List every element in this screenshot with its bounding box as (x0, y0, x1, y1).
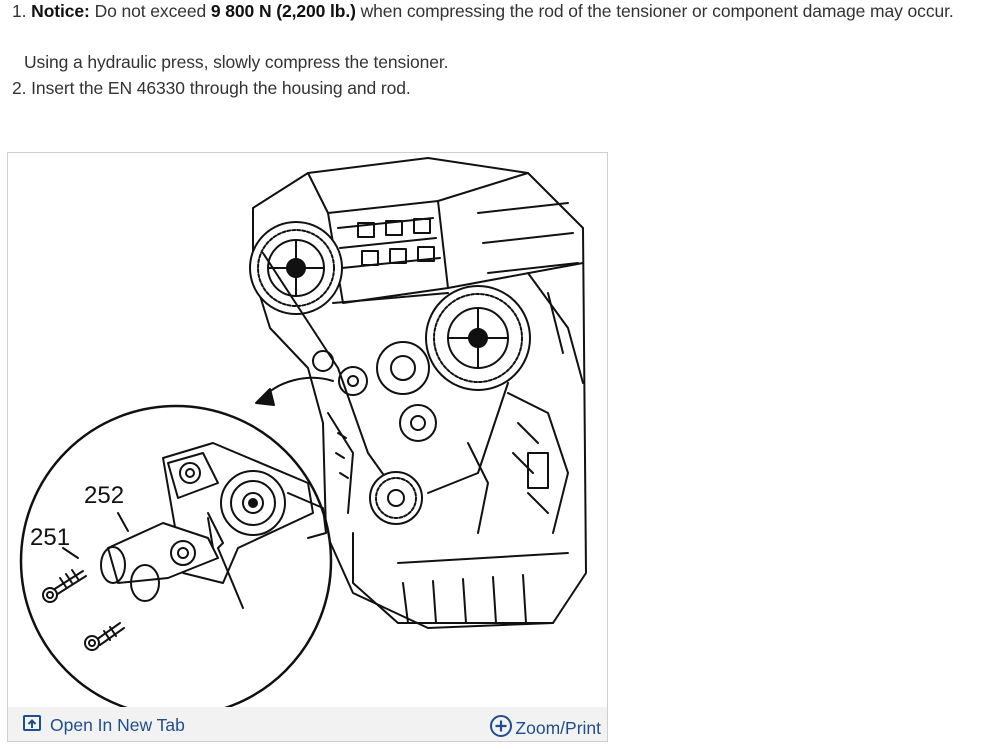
zoom-print-link[interactable]: Zoom/Print (489, 714, 601, 741)
open-new-tab-icon (22, 714, 42, 737)
step-2-number: 2. (12, 78, 27, 98)
callout-252: 252 (84, 482, 124, 509)
step-1: 1. Notice: Do not exceed 9 800 N (2,200 … (12, 1, 954, 22)
step-2: 2. Insert the EN 46330 through the housi… (12, 78, 411, 99)
notice-label: Notice: (31, 1, 90, 21)
step-1-detail: Using a hydraulic press, slowly compress… (24, 52, 449, 72)
notice-text-b: when compressing the rod of the tensione… (360, 1, 954, 21)
notice-text-a: Do not exceed (94, 1, 207, 21)
figure-container: 252 251 Open In New Tab Zoom/Print (7, 152, 608, 742)
open-in-new-tab-link[interactable]: Open In New Tab (22, 714, 185, 737)
engine-tensioner-illustration: 252 251 (19, 157, 587, 709)
callout-251: 251 (30, 524, 70, 551)
open-in-new-tab-label: Open In New Tab (50, 715, 185, 735)
step-2-text: Insert the EN 46330 through the housing … (31, 78, 411, 98)
step-1-number: 1. (12, 1, 27, 21)
zoom-plus-icon (489, 714, 513, 741)
zoom-print-label: Zoom/Print (515, 718, 601, 738)
force-limit: 9 800 N (2,200 lb.) (210, 1, 356, 21)
figure-footer: Open In New Tab Zoom/Print (8, 707, 607, 741)
